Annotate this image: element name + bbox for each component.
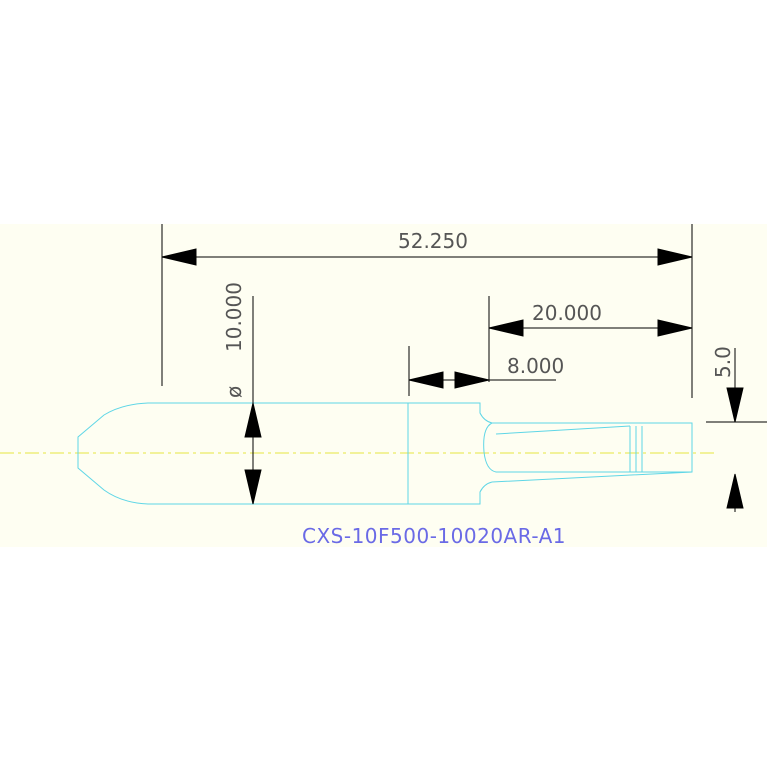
body-outline <box>77 402 408 505</box>
arrow-up-tip <box>726 473 744 509</box>
arrow-down-diameter <box>244 469 262 505</box>
arrow-right-tail <box>657 319 693 337</box>
arrow-left-overall <box>161 248 197 266</box>
drawing-area <box>0 224 767 547</box>
arrow-down-tip <box>726 387 744 423</box>
arrow-right-neck <box>454 371 490 389</box>
neck-outline <box>408 402 493 505</box>
arrow-left-neck <box>408 371 444 389</box>
part-number-label: CXS-10F500-10020AR-A1 <box>302 524 566 548</box>
tail-outline <box>491 422 693 483</box>
arrow-right-overall <box>657 248 693 266</box>
part-outline <box>77 402 693 505</box>
tail-taper <box>495 425 631 435</box>
diameter-symbol: ø <box>222 386 246 398</box>
dimension-lines <box>161 224 767 512</box>
tip-height-label: 5.0 <box>711 346 735 378</box>
neck-length-label: 8.000 <box>507 354 564 378</box>
overall-length-label: 52.250 <box>398 229 468 253</box>
arrow-left-tail <box>488 319 524 337</box>
diameter-label: 10.000 <box>222 282 246 352</box>
tail-groove <box>483 422 692 473</box>
tail-length-label: 20.000 <box>532 301 602 325</box>
arrow-up-diameter <box>244 402 262 438</box>
